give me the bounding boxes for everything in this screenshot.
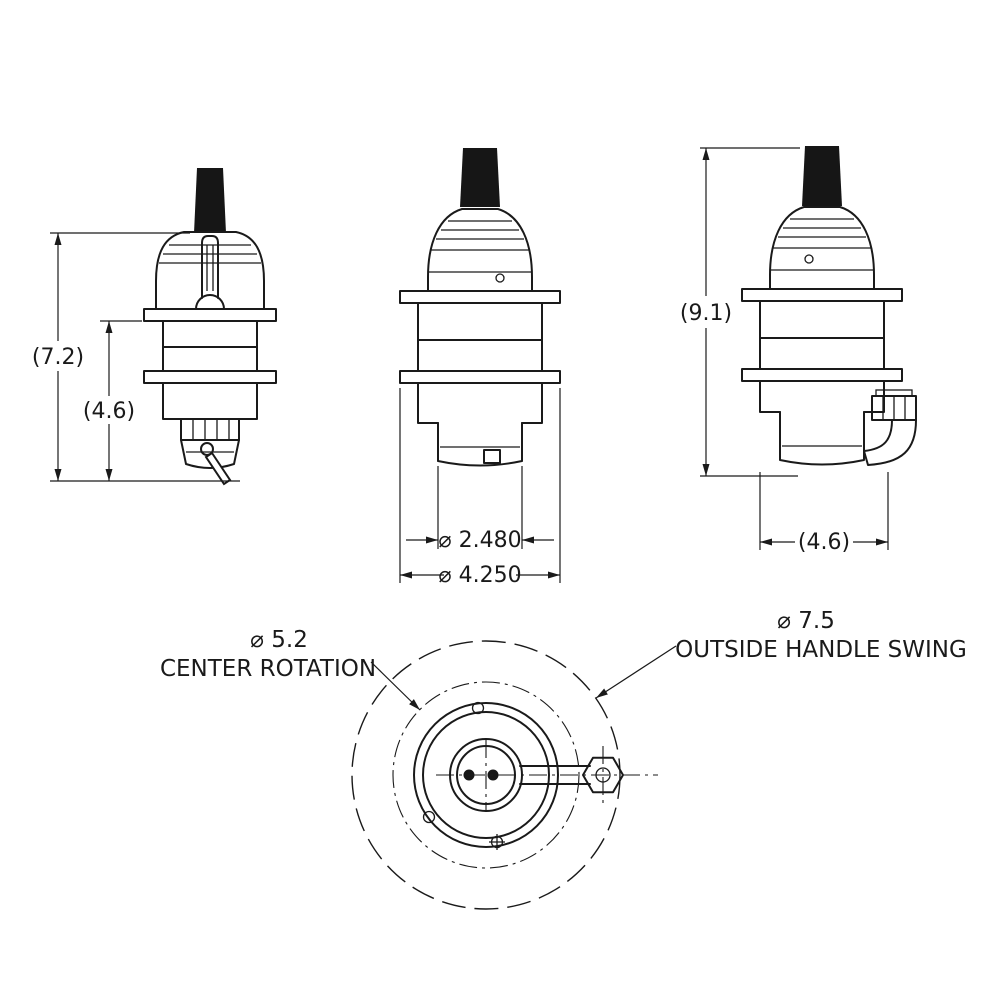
extension-line bbox=[759, 472, 889, 550]
callout-center-rotation-label: CENTER ROTATION bbox=[160, 656, 376, 682]
threaded-stud bbox=[802, 146, 842, 206]
threaded-stud bbox=[194, 168, 226, 233]
lower-body bbox=[162, 382, 258, 420]
barrel-body bbox=[417, 302, 543, 372]
barrel-body bbox=[759, 300, 885, 370]
upper-flange bbox=[741, 288, 903, 302]
callout-handle-swing-dia: ⌀ 7.5 bbox=[777, 608, 835, 634]
bottom-view bbox=[351, 640, 658, 910]
dim-text-barrel-diameter: ⌀ 2.480 bbox=[438, 528, 521, 553]
lower-body bbox=[759, 380, 885, 413]
cap-outline bbox=[155, 231, 265, 310]
side-view-right bbox=[741, 146, 917, 466]
nut-facets bbox=[882, 396, 906, 420]
bolt-hole bbox=[471, 701, 485, 715]
bottom-cup bbox=[180, 439, 240, 469]
bottom-barrel bbox=[779, 411, 865, 466]
extension-line bbox=[700, 147, 800, 477]
side-view-right-dimensions: (9.1) (4.6) bbox=[680, 147, 889, 555]
barrel-body bbox=[162, 320, 258, 372]
lower-flange bbox=[399, 370, 561, 384]
dim-text-overall-height: (9.1) bbox=[680, 301, 732, 326]
bottom-view-callouts: ⌀ 5.2 CENTER ROTATION ⌀ 7.5 OUTSIDE HAND… bbox=[160, 608, 967, 711]
threaded-stud bbox=[460, 148, 500, 207]
release-pin bbox=[204, 451, 232, 486]
lower-flange bbox=[143, 370, 277, 384]
drain-elbow bbox=[863, 419, 917, 466]
lower-body bbox=[417, 382, 543, 424]
cap-outline bbox=[427, 208, 533, 292]
handle-arm bbox=[519, 765, 591, 785]
upper-flange bbox=[399, 290, 561, 304]
dim-text-overall-height: (7.2) bbox=[32, 345, 84, 370]
lower-flange bbox=[741, 368, 903, 382]
callout-handle-swing-label: OUTSIDE HANDLE SWING bbox=[675, 637, 967, 663]
extension-line bbox=[399, 388, 561, 583]
upper-flange bbox=[143, 308, 277, 322]
cap-detent bbox=[495, 273, 505, 283]
center-rotation-circle bbox=[392, 681, 580, 869]
callout-center-rotation-dia: ⌀ 5.2 bbox=[250, 627, 308, 653]
side-view-left-dimensions: (7.2) (4.6) bbox=[32, 232, 240, 482]
cap-outline bbox=[769, 206, 875, 290]
extension-line bbox=[437, 466, 523, 549]
leader-handle-swing bbox=[595, 645, 677, 699]
cap-ribs bbox=[770, 218, 874, 271]
leader-center-rotation bbox=[370, 661, 421, 711]
handle-swing-circle bbox=[351, 640, 621, 910]
side-view-left bbox=[143, 168, 277, 486]
dim-text-lower-height: (4.6) bbox=[83, 399, 135, 424]
cap-ribs bbox=[428, 220, 532, 273]
cap-ribs bbox=[159, 244, 261, 264]
flange-inner-circle bbox=[422, 711, 550, 839]
bolt-hole bbox=[422, 810, 436, 824]
lock-nut bbox=[180, 418, 240, 441]
dim-text-fitting-width: (4.6) bbox=[798, 530, 850, 555]
bottom-tab bbox=[483, 449, 501, 464]
side-view-center bbox=[399, 148, 561, 467]
flange-outer-circle bbox=[413, 702, 559, 848]
bottom-barrel bbox=[437, 422, 523, 467]
side-view-center-dimensions: ⌀ 2.480 ⌀ 4.250 bbox=[399, 388, 561, 588]
handle-slot bbox=[201, 235, 219, 299]
nut-facets bbox=[192, 419, 230, 440]
cap-notch bbox=[195, 294, 225, 310]
slot-pin bbox=[206, 245, 214, 291]
cap-detent bbox=[804, 254, 814, 264]
dim-text-flange-diameter: ⌀ 4.250 bbox=[438, 563, 521, 588]
bolt-hole-crosshair bbox=[489, 834, 505, 850]
pivot-ball bbox=[200, 442, 214, 456]
